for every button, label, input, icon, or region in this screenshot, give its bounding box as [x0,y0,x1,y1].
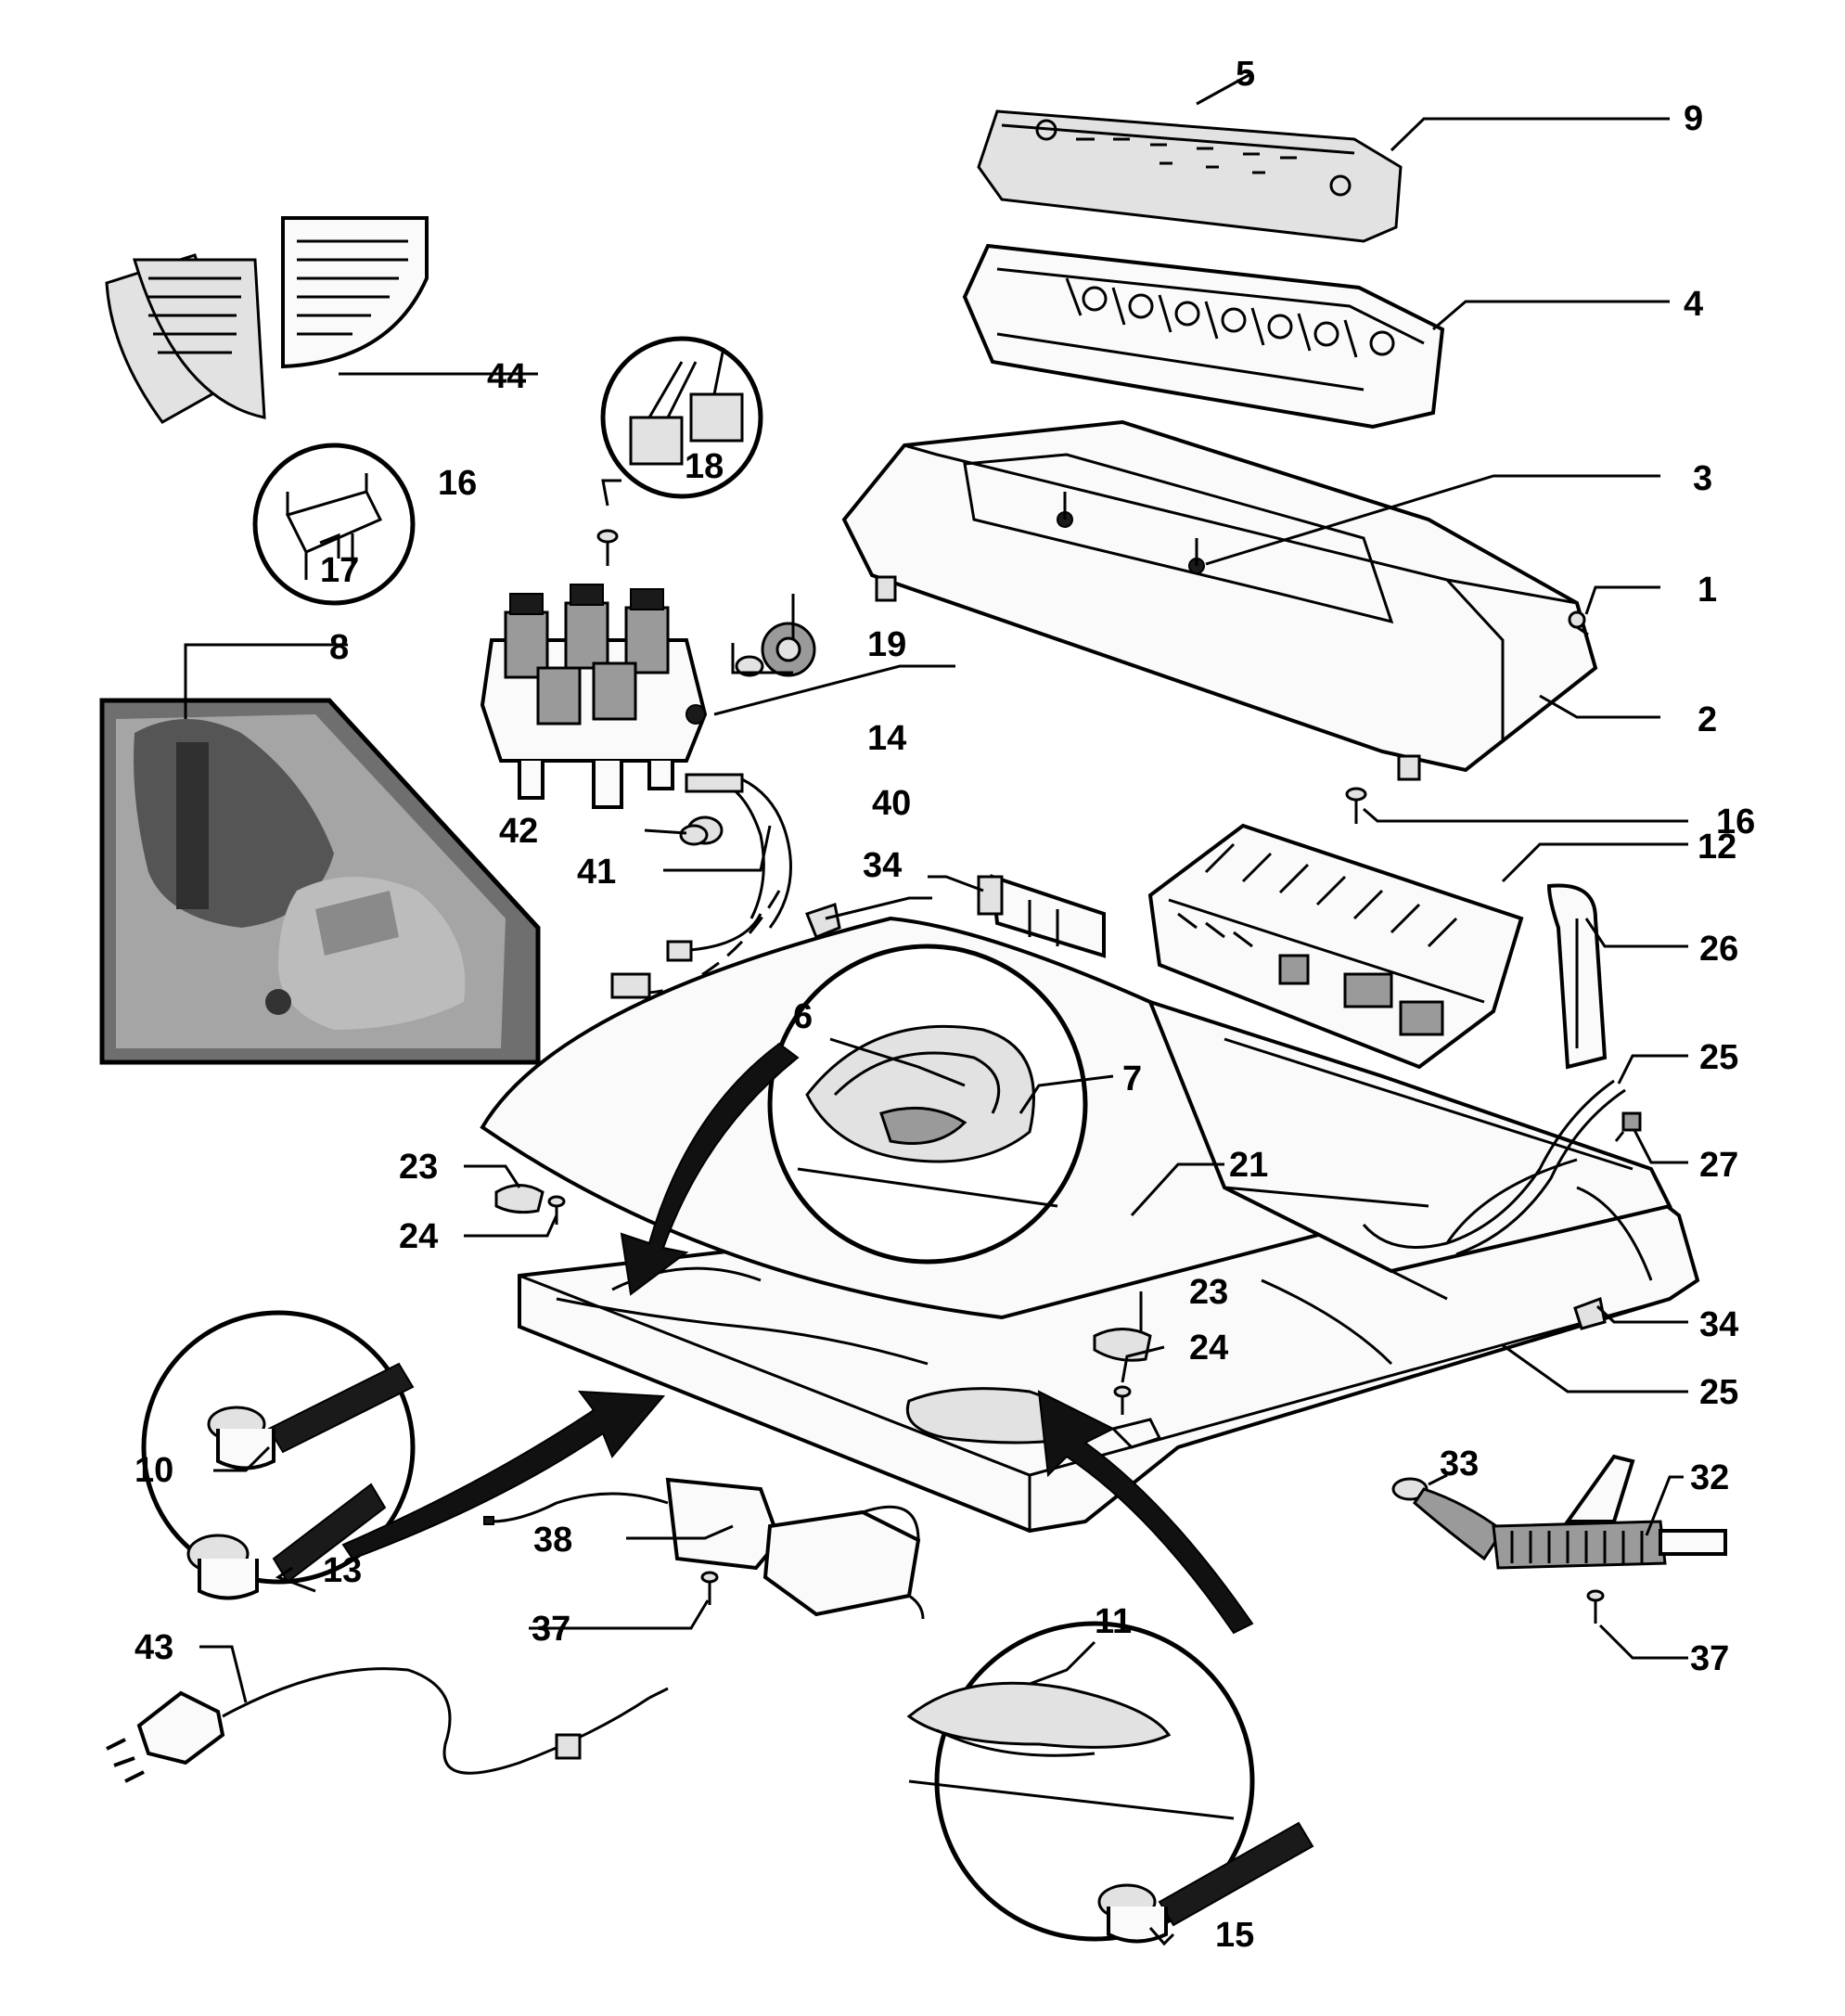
callout-4: 4 [1684,285,1703,324]
callout-9: 9 [1684,99,1703,138]
callout-19: 19 [867,625,906,664]
callout-1: 1 [1698,571,1717,610]
cap-23-left [494,1184,545,1214]
screw-27 [1614,1111,1642,1142]
control-board [962,243,1445,430]
callout-14: 14 [867,719,906,758]
detail-circle-hoses [141,1310,416,1600]
wire-harness-38 [483,1477,925,1620]
pressure-switch-hose [610,773,792,999]
callout-16-lower: 16 [1716,803,1755,841]
callout-8: 8 [329,628,349,667]
detail-circle-dispenser [767,944,1088,1265]
arrow-dispenser [620,1042,800,1296]
detail-circle-drain [906,1621,1314,1944]
callout-34-lower: 34 [1699,1305,1738,1344]
callout-24-left: 24 [399,1217,438,1256]
clip-34-upper [805,903,841,939]
callout-27: 27 [1699,1146,1738,1185]
callout-10: 10 [135,1451,173,1490]
control-panel-overlay [977,109,1403,243]
callout-37-left: 37 [532,1610,570,1649]
callout-21: 21 [1229,1146,1268,1185]
callout-26: 25 [1699,1038,1738,1077]
detail-circle-18 [600,336,763,499]
callout-6: 6 [793,997,813,1036]
detail-circle-17 [252,443,416,606]
callout-5: 5 [1236,55,1255,94]
callout-43: 42 [499,812,538,851]
callout-42: 41 [577,853,616,892]
callout-labels: 5 9 4 44 18 16 3 17 1 8 19 14 2 40 16 42… [135,55,1755,1955]
callout-23-right: 23 [1189,1273,1228,1312]
drain-hose-32 [1391,1454,1727,1570]
callout-37-right: 37 [1690,1639,1729,1678]
callout-44: 44 [487,357,526,396]
callout-25: 25 [1699,1373,1738,1412]
photo-inset-8 [99,698,541,1065]
callout-33: 33 [1440,1445,1479,1483]
cap-23-right [1093,1328,1152,1362]
callout-12: 12 [1698,828,1736,867]
callout-32: 32 [1690,1458,1729,1497]
callout-16-upper: 16 [438,464,477,503]
callout-17: 17 [320,551,359,590]
label-cards [105,216,429,424]
screw-16-upper [596,529,619,566]
screw-24-right [1113,1385,1132,1415]
screw-1 [1568,610,1589,636]
main-control-board-12 [1147,823,1524,1070]
callout-24-right: 24 [1189,1329,1228,1368]
gear-19 [735,622,816,677]
callout-7: 7 [1122,1059,1142,1098]
hose-26 [1362,1079,1626,1256]
callout-40: 40 [872,784,911,823]
screw-24-left [547,1195,566,1225]
callout-3: 3 [1693,459,1712,498]
bracket-28 [1546,883,1608,1070]
console [841,419,1598,781]
callout-38: 38 [533,1521,572,1560]
arrow-drain [1037,1390,1254,1635]
screw-37-right [1586,1589,1605,1624]
leader-lines [184,72,1688,1946]
callout-28: 26 [1699,930,1738,969]
callout-13: 13 [323,1551,362,1590]
callout-34-upper: 34 [863,846,902,885]
power-cord-41 [106,1667,669,1783]
hinge-bracket-40 [977,874,1106,958]
screw-37-left [700,1571,719,1605]
callout-2: 2 [1698,700,1717,739]
callout-18: 18 [685,447,724,486]
arrow-hoses [341,1390,666,1560]
water-valve-assembly [480,584,708,809]
callout-23-left: 23 [399,1148,438,1187]
callout-15: 15 [1215,1916,1254,1955]
callout-11: 11 [1095,1602,1132,1641]
screw-16-lower [1345,787,1367,824]
callout-41: 43 [135,1628,173,1667]
